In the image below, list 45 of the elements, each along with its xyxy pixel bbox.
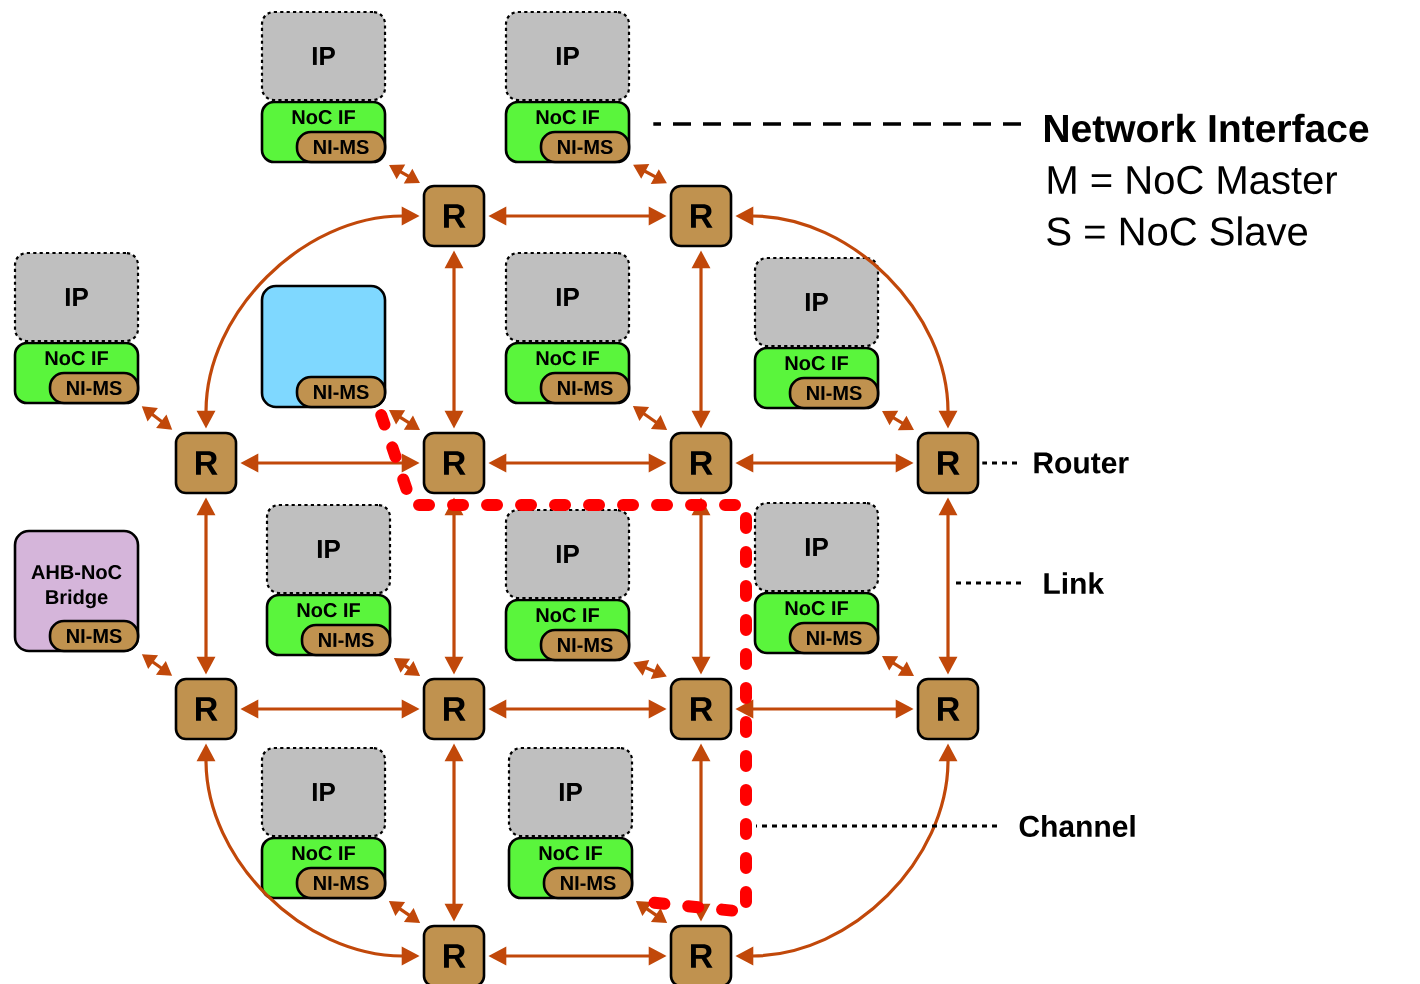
leader-line — [653, 122, 1021, 126]
router-box: R — [669, 924, 733, 984]
router-box: R — [422, 431, 486, 495]
router-box: R — [174, 677, 238, 741]
ni-ms-tag: NI-MS — [788, 376, 880, 410]
callout-text: Link — [1044, 572, 1105, 594]
ip-box: IP — [753, 501, 880, 593]
channel-path — [375, 409, 752, 919]
ip-box: IP — [753, 256, 880, 348]
router-box: R — [669, 184, 733, 248]
ni-ms-tag: NI-MS — [542, 866, 634, 900]
callout-text: Channel — [1019, 815, 1135, 837]
ip-box: IP — [260, 746, 387, 838]
ni-ms-tag: NI-MS — [300, 623, 392, 657]
ni-ms-tag: NI-MS — [539, 371, 631, 405]
router-box: R — [422, 924, 486, 984]
ni-ms-tag: NI-MS — [48, 619, 140, 653]
ip-box: IP — [265, 503, 392, 595]
router-box: R — [916, 431, 980, 495]
ip-box: IP — [260, 10, 387, 102]
callout-text: Router — [1034, 452, 1129, 474]
router-box: R — [669, 431, 733, 495]
ip-box: IP — [504, 251, 631, 343]
ni-ms-tag: NI-MS — [295, 375, 387, 409]
legend-text: M = NoC Master — [1048, 165, 1337, 195]
leader-line — [982, 461, 1017, 465]
router-box: R — [422, 677, 486, 741]
ni-ms-tag: NI-MS — [788, 621, 880, 655]
router-box: R — [174, 431, 238, 495]
ip-box: IP — [504, 10, 631, 102]
ip-box: IP — [13, 251, 140, 343]
legend-text: S = NoC Slave — [1047, 216, 1307, 246]
ni-ms-tag: NI-MS — [295, 866, 387, 900]
ni-ms-tag: NI-MS — [539, 130, 631, 164]
ni-ms-tag: NI-MS — [539, 628, 631, 662]
ip-box: IP — [507, 746, 634, 838]
leader-line — [756, 824, 997, 828]
ip-box: IP — [504, 508, 631, 600]
ni-ms-tag: NI-MS — [48, 371, 140, 405]
router-box: R — [669, 677, 733, 741]
ni-ms-tag: NI-MS — [295, 130, 387, 164]
callout-text: Network Interface — [1045, 113, 1369, 143]
router-box: R — [422, 184, 486, 248]
leader-line — [954, 581, 1021, 585]
router-box: R — [916, 677, 980, 741]
